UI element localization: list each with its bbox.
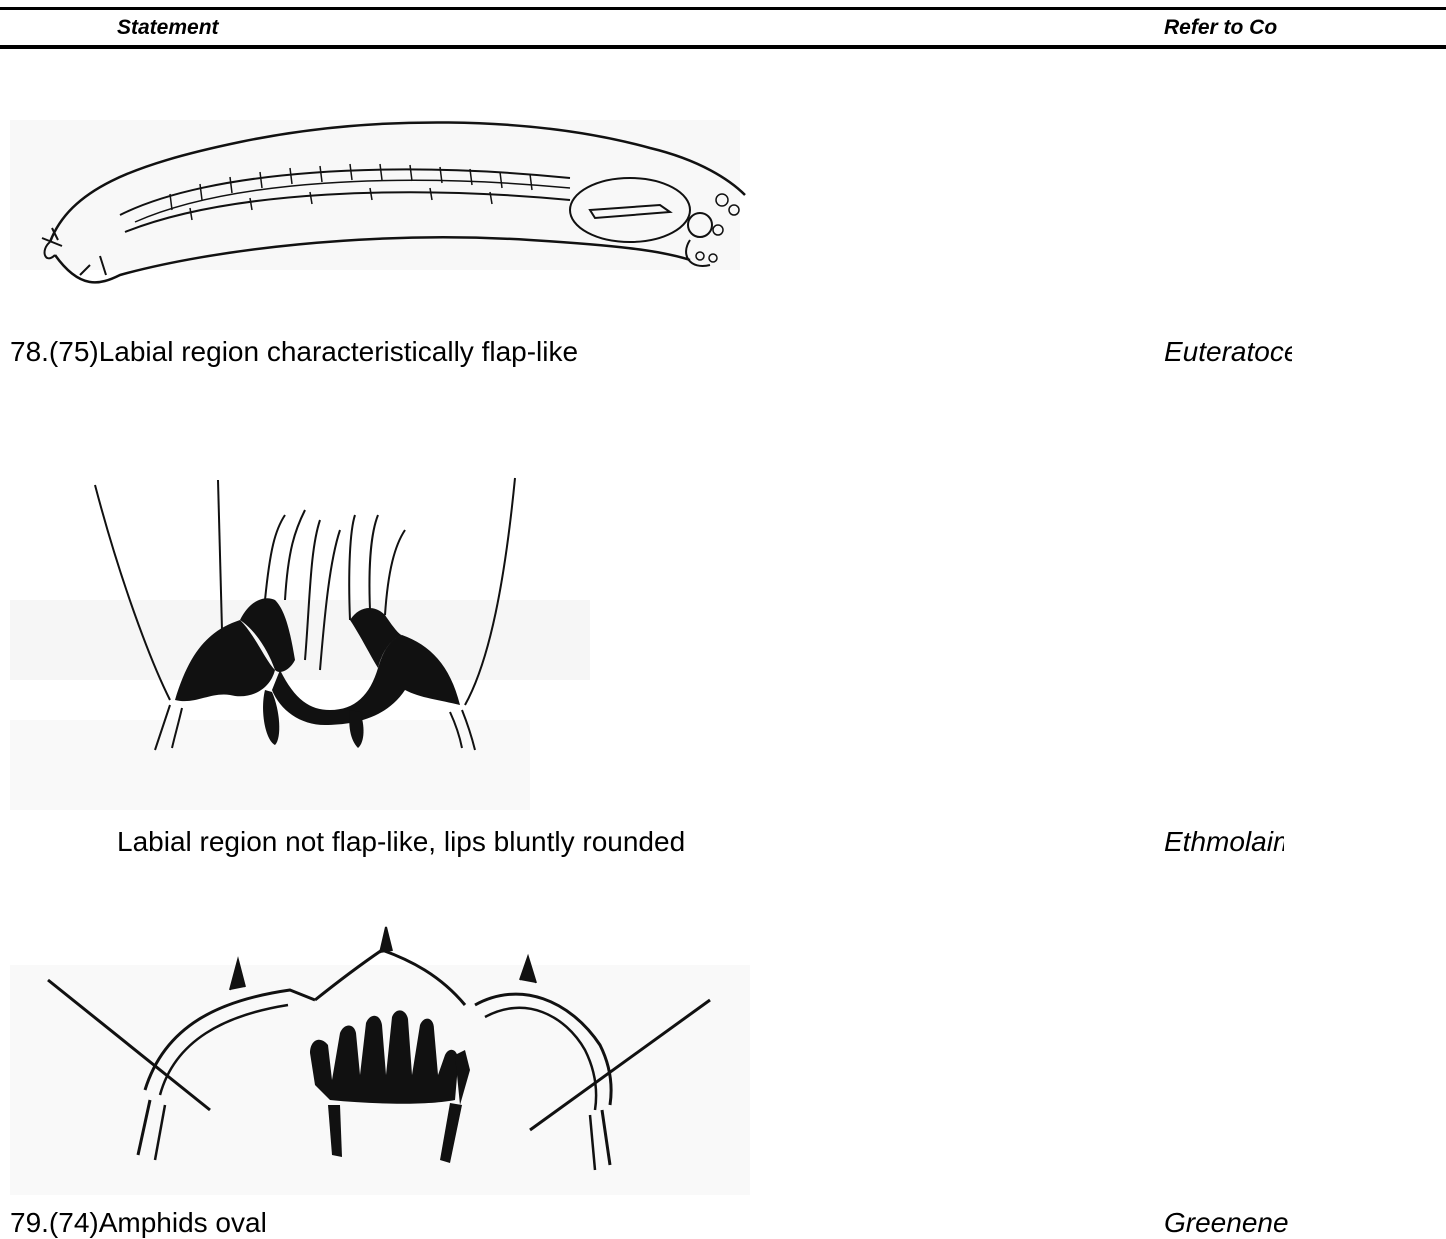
amphids-oval-head-drawing	[10, 905, 750, 1195]
nematode-body-anterior-drawing	[10, 60, 750, 310]
column-header-refer: Refer to Co	[1164, 16, 1284, 40]
header-bottom-rule	[0, 45, 1446, 49]
entry-statement: Labial region not flap-like, lips bluntl…	[117, 826, 685, 858]
header-top-rule	[0, 7, 1446, 10]
table-header: Statement Refer to Co	[0, 0, 1446, 49]
entry-refer: Greenene	[1164, 1207, 1294, 1239]
labial-region-rounded-lips-drawing	[10, 420, 590, 810]
column-header-statement: Statement	[117, 16, 219, 40]
entry-statement: 79.(74)Amphids oval	[10, 1207, 267, 1239]
entry-statement: 78.(75)Labial region characteristically …	[10, 336, 578, 368]
entry-refer: Euteratoce	[1164, 336, 1292, 368]
entry-refer: Ethmolaim	[1164, 826, 1284, 858]
